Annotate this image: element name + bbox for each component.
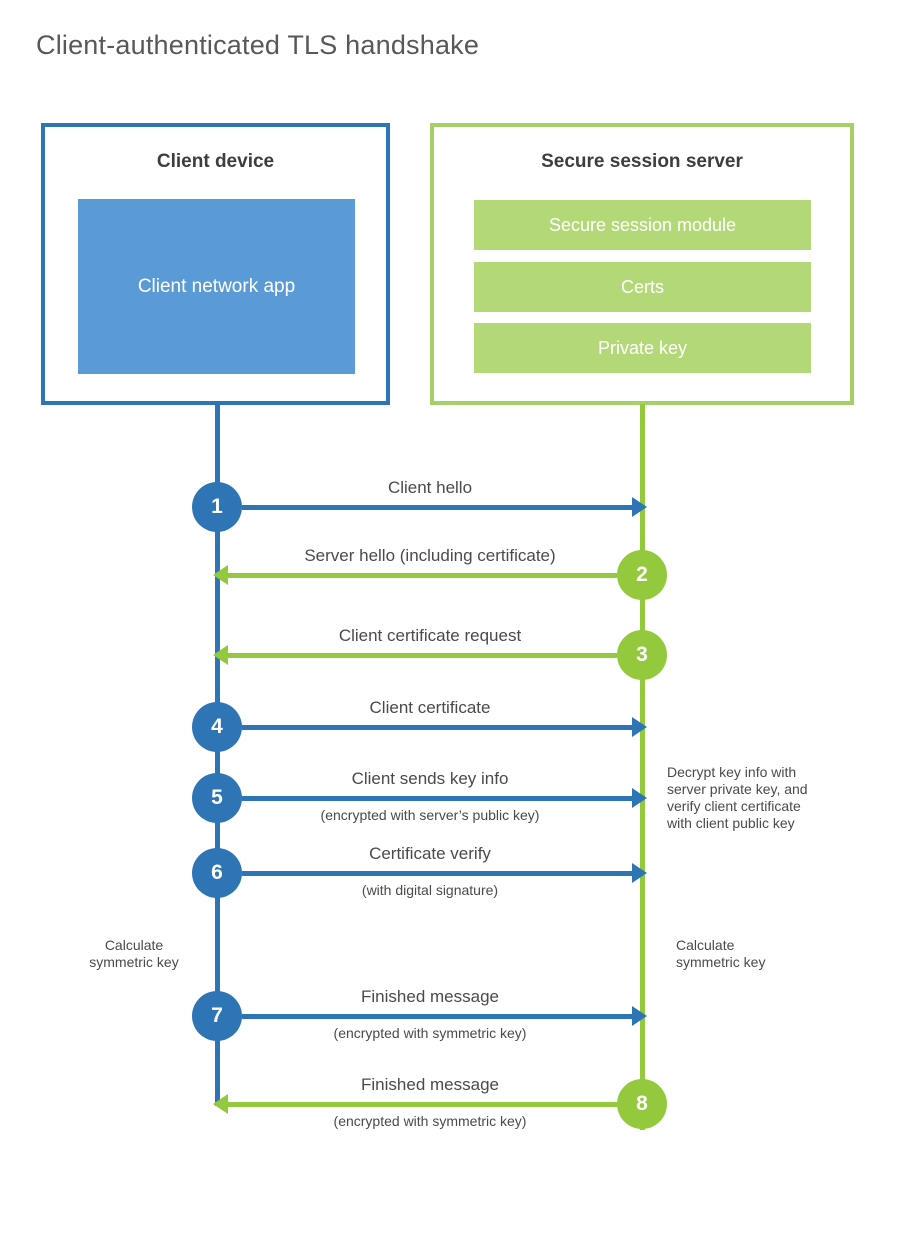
message-arrow-3 [228, 653, 617, 658]
calc-right-line-1: Calculate [676, 937, 735, 953]
client-device-box: Client device Client network app [41, 123, 390, 405]
arrowhead-left-icon [213, 1094, 228, 1114]
decrypt-note-line-2: server private key, and [667, 781, 808, 797]
message-arrow-2 [228, 573, 617, 578]
message-label-5: Client sends key info [351, 769, 509, 788]
calc-right-line-2: symmetric key [676, 954, 766, 970]
arrowhead-right-icon [632, 717, 647, 737]
message-arrow-5 [242, 796, 632, 801]
client-lifeline [215, 404, 220, 1106]
step-circle-4: 4 [192, 702, 242, 752]
arrowhead-right-icon [632, 497, 647, 517]
server-module-secure-session: Secure session module [474, 200, 811, 250]
server-module-private-key: Private key [474, 323, 811, 373]
step-circle-1: 1 [192, 482, 242, 532]
message-label-1: Client hello [387, 478, 473, 497]
decrypt-note-line-4: with client public key [667, 815, 795, 831]
step-circle-5: 5 [192, 773, 242, 823]
message-label-7: Finished message [361, 987, 499, 1006]
decrypt-key-note: Decrypt key info with server private key… [667, 764, 847, 832]
page-title: Client-authenticated TLS handshake [36, 30, 480, 60]
calc-left-line-2: symmetric key [89, 954, 179, 970]
message-sublabel-7: (encrypted with symmetric key) [333, 1025, 527, 1041]
step-circle-3: 3 [617, 630, 667, 680]
message-label-2: Server hello (including certificate) [304, 546, 556, 565]
arrowhead-left-icon [213, 645, 228, 665]
message-sublabel-5: (encrypted with server’s public key) [320, 807, 540, 823]
decrypt-note-line-1: Decrypt key info with [667, 764, 797, 780]
message-label-3: Client certificate request [338, 626, 522, 645]
arrowhead-right-icon [632, 863, 647, 883]
step-circle-7: 7 [192, 991, 242, 1041]
arrowhead-right-icon [632, 1006, 647, 1026]
decrypt-note-line-3: verify client certificate [667, 798, 801, 814]
message-arrow-4 [242, 725, 632, 730]
message-arrow-7 [242, 1014, 632, 1019]
message-label-4: Client certificate [369, 698, 491, 717]
arrowhead-left-icon [213, 565, 228, 585]
secure-session-server-title: Secure session server [541, 151, 743, 172]
client-device-title: Client device [156, 151, 275, 172]
calc-symmetric-key-note-client: Calculate symmetric key [80, 937, 188, 971]
arrowhead-right-icon [632, 788, 647, 808]
client-network-app-label: Client network app [137, 275, 296, 297]
client-network-app-box: Client network app [78, 199, 355, 374]
message-label-6: Certificate verify [369, 844, 491, 863]
server-module-certs: Certs [474, 262, 811, 312]
message-arrow-6 [242, 871, 632, 876]
message-sublabel-8: (encrypted with symmetric key) [333, 1113, 527, 1129]
server-lifeline [640, 404, 645, 1130]
step-circle-6: 6 [192, 848, 242, 898]
step-circle-8: 8 [617, 1079, 667, 1129]
message-arrow-1 [242, 505, 632, 510]
message-sublabel-6: (with digital signature) [361, 882, 499, 898]
step-circle-2: 2 [617, 550, 667, 600]
calc-left-line-1: Calculate [104, 937, 164, 953]
secure-session-server-box: Secure session server Secure session mod… [430, 123, 854, 405]
message-label-8: Finished message [361, 1075, 499, 1094]
message-arrow-8 [228, 1102, 617, 1107]
calc-symmetric-key-note-server: Calculate symmetric key [676, 937, 796, 971]
